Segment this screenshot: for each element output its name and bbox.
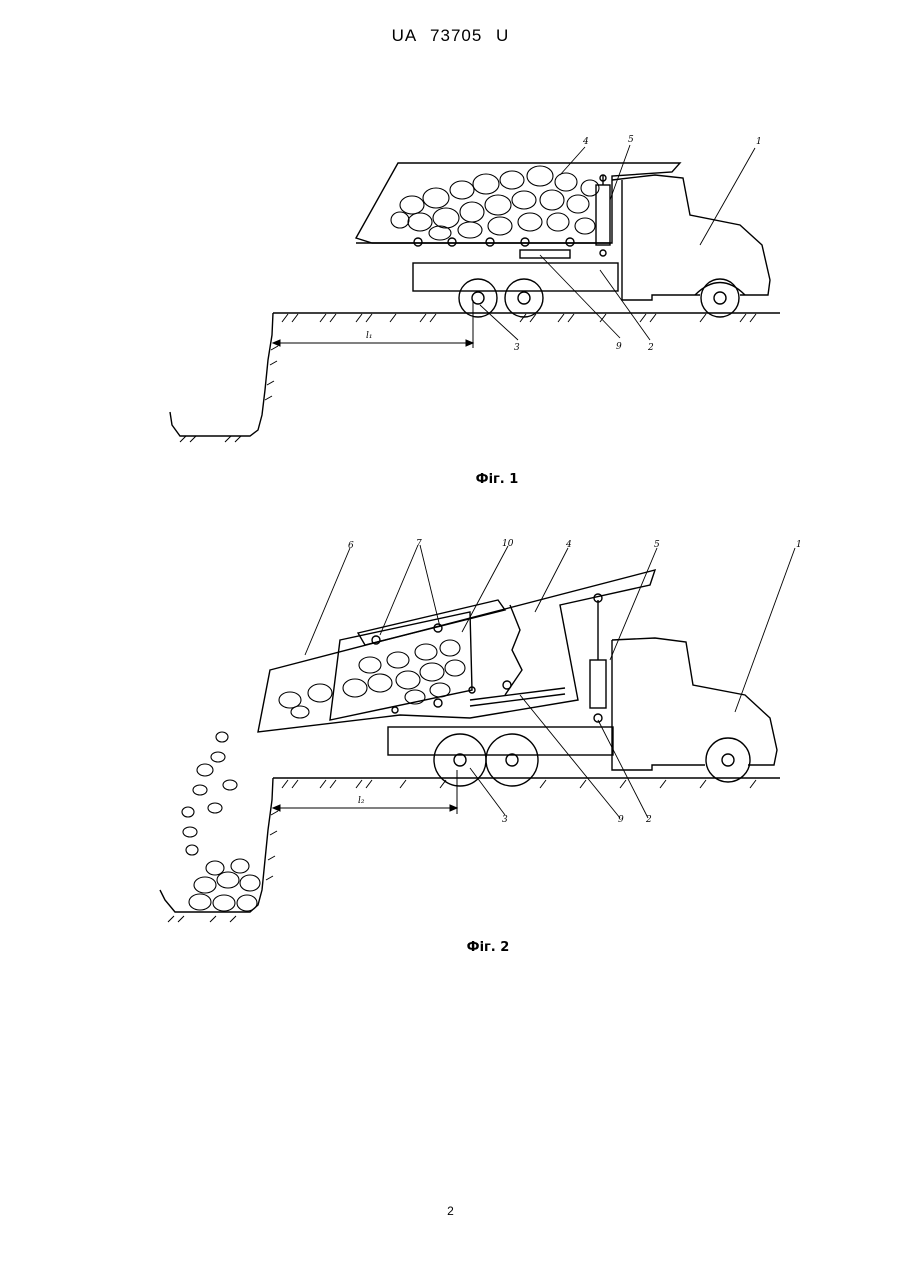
- rock-pile: [189, 859, 260, 911]
- figure-2-caption: Фіг. 2: [388, 940, 588, 955]
- leader-lines: [305, 545, 795, 818]
- dimension-l2: [273, 770, 457, 814]
- label-6: 6: [348, 541, 354, 551]
- page-number: 2: [0, 1204, 901, 1218]
- truck-cab: [612, 638, 777, 770]
- falling-rocks: [182, 732, 237, 855]
- label-10: 10: [502, 539, 514, 549]
- label-9: 9: [618, 815, 624, 825]
- dimension-l2-label: l₂: [358, 796, 365, 806]
- pit-wall: [160, 778, 273, 912]
- label-4: 4: [565, 540, 572, 550]
- label-2: 2: [645, 815, 652, 825]
- figure-2-drawing: 1 5 4 10 7 6 3 9 2 l₂: [0, 0, 901, 940]
- label-3: 3: [502, 815, 508, 825]
- chassis-frame: [388, 727, 613, 755]
- hydraulic-cylinder: [590, 660, 606, 708]
- label-7: 7: [416, 539, 422, 549]
- label-5: 5: [654, 540, 660, 550]
- sliding-body-section: [330, 612, 472, 720]
- label-1: 1: [796, 540, 802, 550]
- slide-cylinder: [470, 688, 565, 700]
